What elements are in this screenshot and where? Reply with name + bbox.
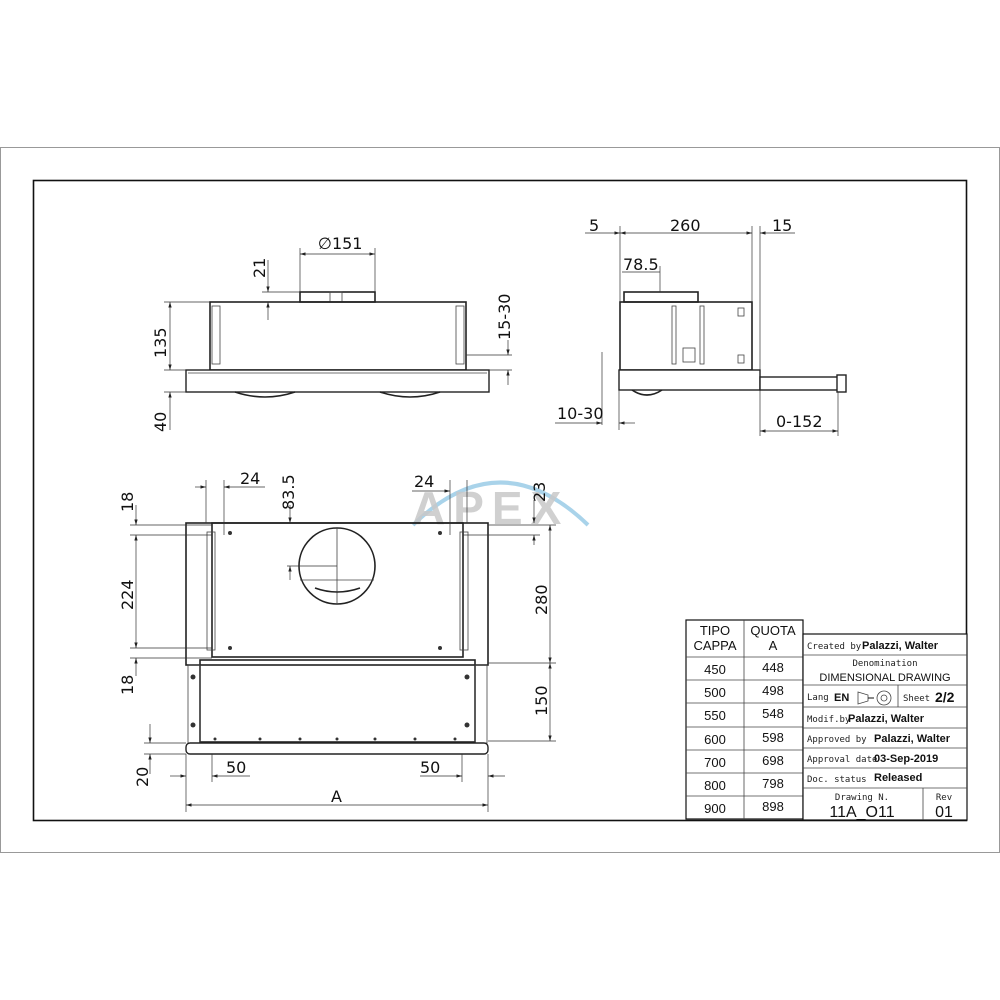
sheet-value: 2/2 [935, 689, 955, 705]
cell-quota: 598 [762, 730, 784, 745]
dim-bracket-spacing: 224 [118, 579, 137, 610]
dim-left-inset: 50 [226, 758, 246, 777]
dim-duct-offset: 78.5 [623, 255, 659, 274]
side-view: 5 260 15 78.5 10-30 0-152 [555, 216, 847, 436]
fan-left [234, 391, 296, 398]
cell-tipo: 450 [704, 662, 726, 677]
cell-quota: 498 [762, 683, 784, 698]
telescopic-drawer [759, 376, 839, 391]
lang-value: EN [834, 692, 849, 704]
denomination-label: Denomination [852, 659, 917, 669]
drawing-label: Drawing N. [835, 793, 889, 803]
approval-date-value: 03-Sep-2019 [874, 753, 938, 765]
dim-front-strip: 20 [133, 767, 152, 787]
header-tipo: TIPO [700, 623, 730, 638]
cell-quota: 898 [762, 799, 784, 814]
cell-tipo: 600 [704, 732, 726, 747]
drawer-end-cap [836, 374, 847, 393]
fan-right [379, 391, 441, 398]
dim-drawer-depth: 150 [532, 685, 551, 716]
lang-label: Lang [807, 693, 829, 703]
title-block: Created by Palazzi, Walter Denomination … [802, 633, 968, 821]
cell-quota: 548 [762, 706, 784, 721]
denomination-value: DIMENSIONAL DRAWING [819, 672, 950, 684]
cell-quota: 698 [762, 753, 784, 768]
header-a: A [769, 638, 778, 653]
created-label: Created by [807, 642, 862, 652]
dim-wall-gap: 10-30 [557, 404, 604, 423]
front-panel-side [618, 369, 761, 391]
approved-label: Approved by [807, 735, 867, 745]
dim-adjust: 15-30 [495, 294, 514, 341]
projection-symbol-icon [857, 690, 892, 706]
approval-date-label: Approval date [807, 755, 877, 765]
dim-width-a: A [331, 787, 342, 806]
apex-watermark: APEX [411, 480, 590, 534]
dim-right-top: 23 [530, 482, 549, 502]
approved-value: Palazzi, Walter [874, 733, 951, 745]
dim-body-height: 135 [151, 327, 170, 358]
front-strip [185, 742, 489, 755]
doc-status-value: Released [874, 772, 922, 784]
header-quota: QUOTA [750, 623, 796, 638]
dim-top-margin: 18 [118, 492, 137, 512]
dim-bottom-margin: 18 [118, 675, 137, 695]
cell-quota: 798 [762, 776, 784, 791]
sheet-label: Sheet [903, 694, 930, 704]
rev-value: 01 [935, 804, 953, 821]
cell-tipo: 700 [704, 755, 726, 770]
dim-right-inset: 50 [420, 758, 440, 777]
drawer-frame [199, 659, 476, 743]
front-view: ∅151 21 135 40 15-30 [151, 234, 514, 432]
modif-value: Palazzi, Walter [848, 713, 925, 725]
dim-panel-height: 40 [151, 412, 170, 432]
dim-duct-height: 21 [250, 258, 269, 278]
drawing-value: 11A_O11 [829, 804, 894, 821]
inner-body [211, 522, 464, 658]
dim-right-bracket: 24 [414, 472, 434, 491]
doc-status-label: Doc. status [807, 775, 867, 785]
cell-tipo: 500 [704, 685, 726, 700]
duct-collar [299, 291, 376, 303]
rev-label: Rev [936, 793, 952, 803]
drawing-frame [32, 179, 968, 822]
cell-quota: 448 [762, 660, 784, 675]
duct-collar-side [623, 291, 699, 303]
dim-left-bracket: 24 [240, 469, 260, 488]
hood-body-side [619, 301, 753, 371]
modif-label: Modif.by [807, 715, 851, 725]
cell-tipo: 800 [704, 778, 726, 793]
dim-duct-position: 83.5 [279, 474, 298, 510]
dim-extension: 0-152 [776, 412, 823, 431]
dim-duct-diameter: ∅151 [318, 234, 362, 253]
header-cappa: CAPPA [693, 638, 736, 653]
cell-tipo: 550 [704, 708, 726, 723]
dim-left-offset: 5 [589, 216, 599, 235]
dim-body-depth: 280 [532, 584, 551, 615]
cell-tipo: 900 [704, 801, 726, 816]
created-value: Palazzi, Walter [862, 640, 939, 652]
front-panel [185, 369, 490, 393]
dim-depth: 260 [670, 216, 701, 235]
dim-right-offset: 15 [772, 216, 792, 235]
hood-body [209, 301, 467, 371]
plan-view: 18 224 18 20 280 150 23 24 24 83.5 [118, 469, 556, 812]
